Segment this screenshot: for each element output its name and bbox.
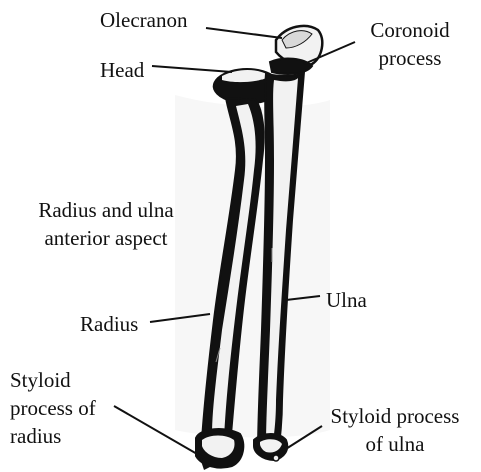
leader-olecranon	[206, 28, 282, 38]
styloid-radius-line1: Styloid	[10, 366, 96, 394]
styloid-radius-line2: process of	[10, 394, 96, 422]
styloid-ulna-line2: of ulna	[314, 430, 476, 458]
caption-line1: Radius and ulna	[6, 196, 206, 224]
styloid-ulna-line1: Styloid process	[314, 402, 476, 430]
label-radius: Radius	[80, 310, 138, 338]
label-styloid-process-radius: Styloid process of radius	[10, 366, 96, 450]
label-coronoid-process: Coronoid process	[348, 16, 472, 72]
figure-caption: Radius and ulna anterior aspect	[6, 196, 206, 252]
label-olecranon: Olecranon	[100, 6, 187, 34]
leader-head	[152, 66, 232, 72]
styloid-radius-line3: radius	[10, 422, 96, 450]
label-coronoid-line2: process	[348, 44, 472, 72]
ulna-styloid-tip	[273, 455, 279, 461]
caption-line2: anterior aspect	[6, 224, 206, 252]
label-styloid-process-ulna: Styloid process of ulna	[314, 402, 476, 458]
label-coronoid-line1: Coronoid	[348, 16, 472, 44]
label-ulna: Ulna	[326, 286, 367, 314]
ulna-coronoid	[270, 59, 312, 74]
label-head: Head	[100, 56, 144, 84]
